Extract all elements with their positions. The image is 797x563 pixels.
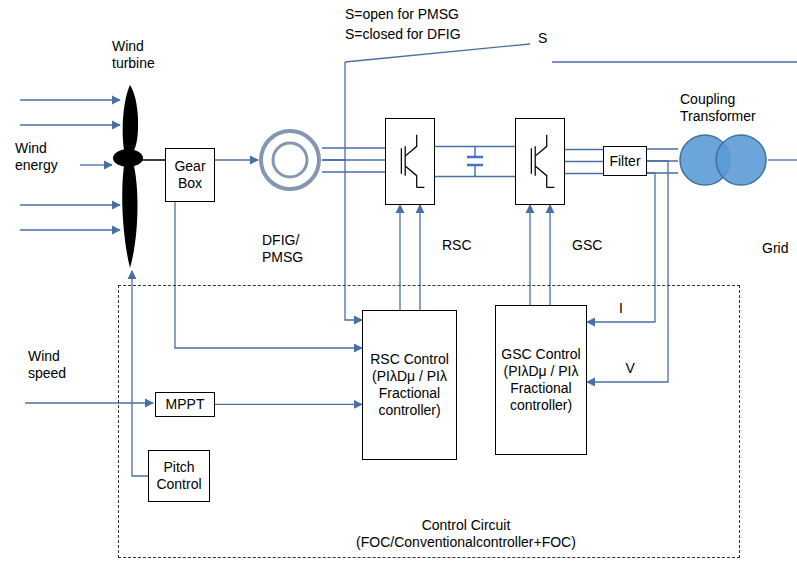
converter-box: GSC — [515, 118, 565, 205]
filter-box: Filter — [603, 146, 647, 176]
node-text: Filter — [609, 153, 640, 170]
wind-label: Wind energy — [15, 140, 75, 174]
turbine-blade — [122, 166, 137, 268]
power-wire — [565, 150, 603, 174]
shaft — [140, 159, 165, 161]
node-text: GSC — [572, 237, 602, 254]
wind-arrow — [20, 124, 120, 125]
signal-line — [399, 205, 400, 310]
signal-line — [215, 404, 362, 405]
generator-symbol — [258, 128, 322, 192]
stator-wire — [344, 62, 345, 160]
node-text: RSC Control (PIλDμ / PIλ Fractional cont… — [366, 351, 453, 418]
turbine-hub — [113, 149, 143, 167]
capacitor-lead — [474, 146, 476, 157]
turbine-label: Wind turbine — [112, 38, 174, 72]
wind-speed-arrow — [25, 402, 153, 403]
rotor-ring — [273, 143, 307, 177]
capacitor-lead — [474, 165, 476, 176]
wind-arrow — [20, 229, 120, 230]
wind-arrow — [80, 164, 112, 165]
pitch-control-box: Pitch Control — [148, 450, 210, 502]
grid-label: Grid — [762, 240, 788, 257]
grid-wire — [768, 159, 797, 160]
node-text: RSC — [442, 237, 472, 254]
capacitor-plate — [467, 156, 483, 159]
signal-line — [419, 205, 420, 310]
signal-line — [175, 202, 362, 348]
switch-note: S=closed for DFIG — [345, 26, 461, 43]
wind-arrow — [20, 204, 120, 205]
signal-line — [215, 159, 258, 160]
wind-turbine — [113, 85, 143, 268]
igbt-symbol — [516, 119, 564, 204]
node-text: Control Circuit (FOC/Conventionalcontrol… — [341, 517, 591, 551]
mppt-box: MPPT — [155, 392, 215, 417]
controller-box: GSC Control (PIλDμ / PIλ Fractional cont… — [495, 305, 587, 455]
node-text: GSC Control (PIλDμ / PIλ Fractional cont… — [499, 346, 583, 413]
node-text: Gear Box — [169, 158, 211, 192]
converter-box: RSC — [385, 118, 435, 205]
transistor-lines — [401, 135, 424, 188]
generator-circle: DFIG/ PMSG — [258, 128, 322, 192]
switch-blade — [345, 44, 530, 62]
transformer-symbol: Coupling Transformer — [678, 133, 768, 187]
stator-ring — [261, 131, 319, 189]
node-text: Pitch Control — [152, 459, 206, 493]
capacitor — [467, 146, 483, 176]
transformer-coil — [716, 135, 766, 185]
transformer-coils — [678, 133, 768, 187]
wind-arrow — [20, 99, 120, 100]
power-wire — [435, 147, 515, 177]
signal-line — [549, 205, 550, 305]
controller-box: RSC Control (PIλDμ / PIλ Fractional cont… — [362, 310, 457, 460]
signal-line — [587, 161, 668, 382]
igbt-symbol — [386, 119, 434, 204]
signal-label: V — [624, 360, 637, 377]
gearbox-box: Gear Box — [165, 148, 215, 202]
signal-line — [322, 160, 362, 320]
signal-line — [529, 205, 530, 305]
node-text: MPPT — [166, 396, 205, 413]
grid-wire — [552, 61, 797, 62]
node-text: Coupling Transformer — [680, 91, 775, 125]
signal-label: I — [617, 300, 625, 317]
switch-note: S=open for PMSG — [345, 6, 459, 23]
transistor-lines — [531, 135, 554, 188]
turbine-blade — [123, 85, 138, 150]
node-text: DFIG/ PMSG — [262, 232, 312, 266]
pitch-arrow — [132, 271, 148, 476]
switch-label: S — [538, 30, 547, 47]
control-region: Control Circuit (FOC/Conventionalcontrol… — [118, 285, 740, 558]
wind-speed-label: Wind speed — [28, 348, 78, 382]
